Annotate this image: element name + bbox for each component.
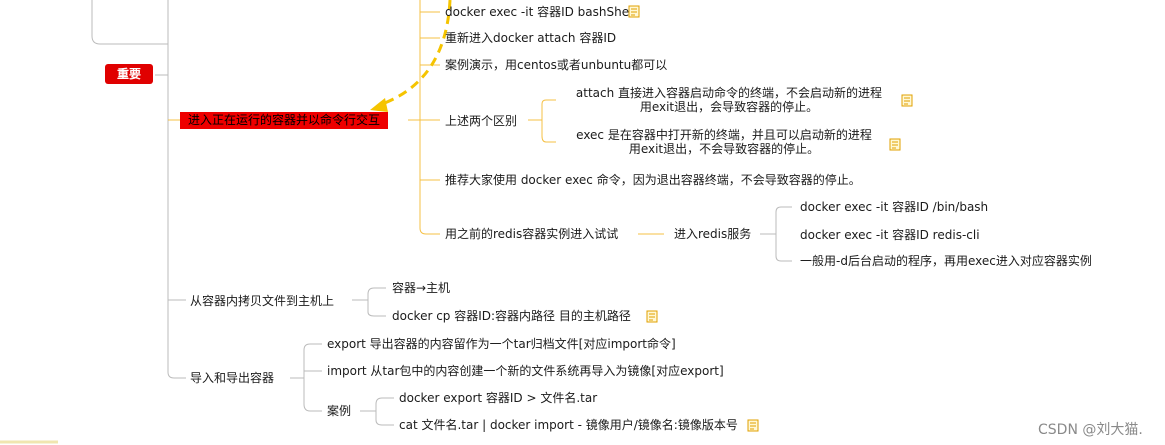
note-icon[interactable]: [889, 138, 902, 151]
diff-node[interactable]: 上述两个区别: [445, 114, 518, 128]
redis-try-node[interactable]: 用之前的redis容器实例进入试试: [445, 227, 619, 241]
case-branch-line: [360, 397, 394, 426]
attach-cmd-node[interactable]: 重新进入docker attach 容器ID: [445, 31, 617, 45]
recommend-node[interactable]: 推荐大家使用 docker exec 命令，因为退出容器终端，不会导致容器的停止…: [445, 173, 861, 187]
left-trunk-line: [91, 0, 168, 45]
note-icon[interactable]: [901, 94, 914, 107]
export-desc-node[interactable]: export 导出容器的内容留作为一个tar归档文件[对应import命令]: [327, 337, 676, 351]
watermark: CSDN @刘大猫.: [1038, 422, 1143, 438]
important-tag[interactable]: 重要: [105, 64, 153, 84]
redis-tip-node[interactable]: 一般用-d后台启动的程序，再用exec进入对应容器实例: [800, 254, 1092, 268]
dashed-arrow: [381, 0, 452, 106]
exec-diff-line2: 用exit退出，不会导致容器的停止。: [628, 142, 820, 156]
note-icon[interactable]: [628, 5, 641, 18]
case-node[interactable]: 案例: [327, 404, 352, 418]
enter-container-node[interactable]: 进入正在运行的容器并以命令行交互: [180, 112, 389, 129]
redis-service-node[interactable]: 进入redis服务: [674, 227, 752, 241]
redis-branch-line: [760, 212, 777, 256]
main-spine-line: [167, 0, 186, 379]
copy-branch-line: [352, 287, 386, 312]
redis-cli-node[interactable]: docker exec -it 容器ID redis-cli: [800, 228, 980, 242]
note-icon[interactable]: [646, 310, 659, 323]
attach-diff-line2: 用exit退出，会导致容器的停止。: [639, 100, 819, 114]
attach-diff-node[interactable]: attach 直接进入容器启动命令的终端，不会启动新的进程 用exit退出，会导…: [562, 86, 896, 114]
exec-diff-line1: exec 是在容器中打开新的终端，并且可以启动新的进程: [576, 128, 872, 142]
case-demo-node[interactable]: 案例演示，用centos或者unbuntu都可以: [445, 58, 668, 72]
dashed-arrow-head: [370, 98, 388, 112]
import-cmd-node[interactable]: cat 文件名.tar | docker import - 镜像用户/镜像名:镜…: [399, 418, 738, 432]
import-export-node[interactable]: 导入和导出容器: [190, 371, 275, 385]
exec-cmd-node[interactable]: docker exec -it 容器ID bashShell: [445, 5, 636, 19]
attach-diff-line1: attach 直接进入容器启动命令的终端，不会启动新的进程: [575, 86, 883, 100]
copy-direction-node[interactable]: 容器→主机: [392, 281, 451, 295]
ie-branch-line: [290, 343, 322, 412]
copy-files-node[interactable]: 从容器内拷贝文件到主机上: [190, 294, 335, 308]
copy-cmd-node[interactable]: docker cp 容器ID:容器内路径 目的主机路径: [392, 309, 631, 323]
enter-branch-line: [419, 0, 440, 235]
export-cmd-node[interactable]: docker export 容器ID > 文件名.tar: [399, 391, 598, 405]
import-desc-node[interactable]: import 从tar包中的内容创建一个新的文件系统再导入为镜像[对应expor…: [327, 364, 724, 378]
redis-bin-bash-node[interactable]: docker exec -it 容器ID /bin/bash: [800, 200, 989, 214]
exec-diff-node[interactable]: exec 是在容器中打开新的终端，并且可以启动新的进程 用exit退出，不会导致…: [562, 128, 886, 156]
diff-branch-line: [528, 104, 543, 136]
note-icon[interactable]: [747, 419, 760, 432]
